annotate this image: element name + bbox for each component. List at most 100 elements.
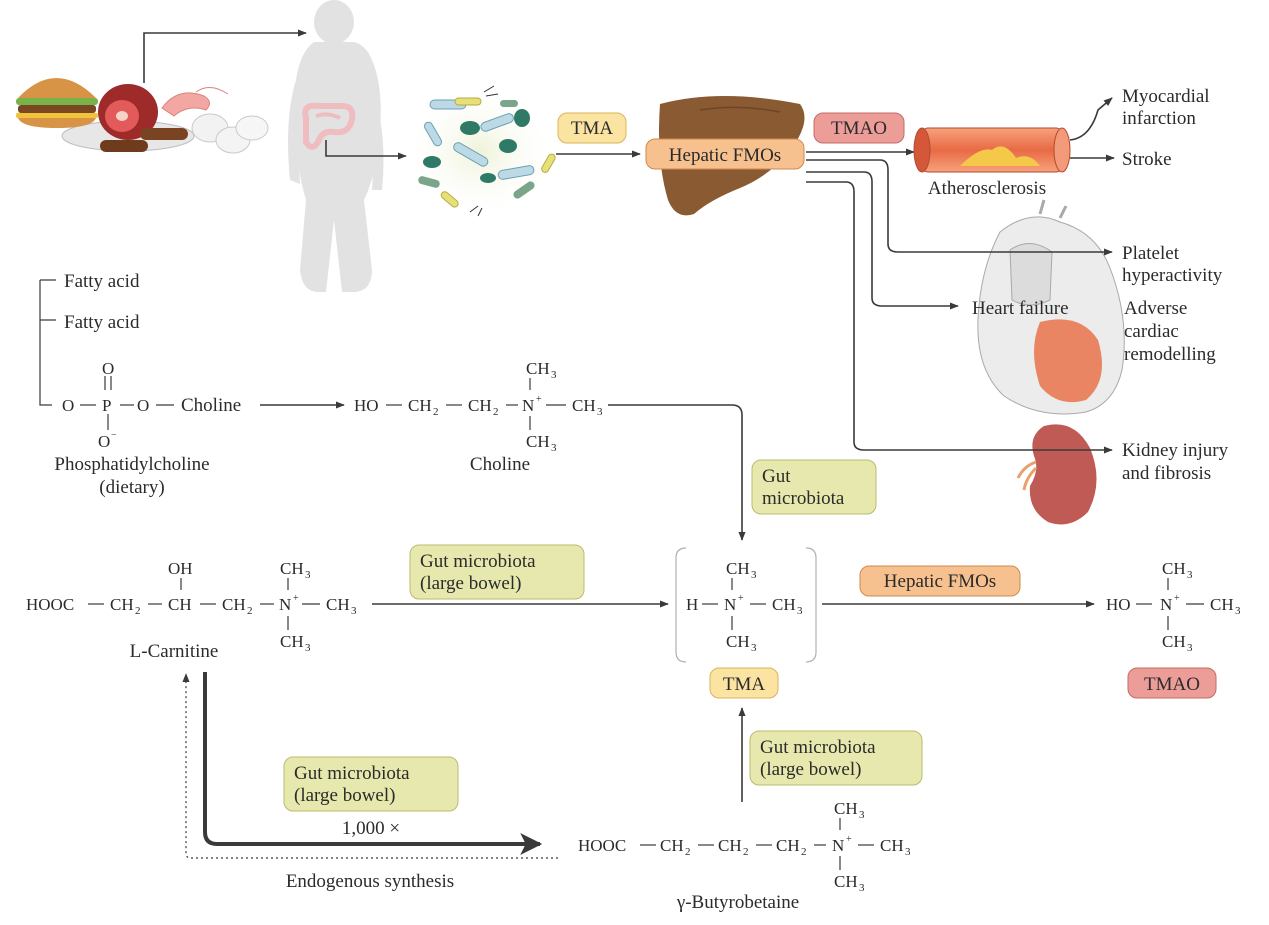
svg-text:CH: CH [660,836,684,855]
svg-text:Gut: Gut [762,466,791,487]
microbiota-cluster [402,84,558,220]
svg-text:+: + [536,394,542,405]
myocardial-infarction-line2: infarction [1122,108,1196,129]
l-carnitine-name: L-Carnitine [130,641,219,662]
svg-text:3: 3 [1187,569,1193,581]
svg-text:CH: CH [110,595,134,614]
svg-text:+: + [293,593,299,604]
svg-text:CH: CH [718,836,742,855]
svg-text:Hepatic FMOs: Hepatic FMOs [884,571,996,592]
svg-text:(large bowel): (large bowel) [294,785,395,806]
liver-to-heart-failure-arrow [806,171,959,310]
platelet-label-line2: hyperactivity [1122,265,1223,286]
svg-text:CH: CH [726,632,750,651]
svg-text:TMAO: TMAO [831,118,887,139]
svg-text:3: 3 [1235,605,1241,617]
svg-text:+: + [1174,593,1180,604]
svg-text:CH: CH [280,632,304,651]
svg-text:HOOC: HOOC [26,595,74,614]
svg-text:O: O [62,396,74,415]
svg-text:HO: HO [1106,595,1131,614]
svg-text:CH: CH [468,396,492,415]
gut-microbiota-badge-butyrobetaine: Gut microbiota (large bowel) [749,730,923,786]
svg-text:CH: CH [572,396,596,415]
svg-text:CH: CH [772,595,796,614]
svg-text:O: O [98,432,110,451]
atherosclerosis-label: Atherosclerosis [928,178,1046,199]
gut-microbiota-badge-lower: Gut microbiota (large bowel) [283,756,459,812]
svg-text:3: 3 [551,442,557,454]
svg-text:3: 3 [351,605,357,617]
choline-to-tma-arrow [608,404,746,541]
svg-text:3: 3 [859,882,865,894]
heart-illustration [977,199,1125,415]
liver-to-platelet-arrow [806,159,1113,256]
svg-text:3: 3 [905,846,911,858]
svg-text:3: 3 [597,406,603,418]
gut-microbiota-badge-carnitine: Gut microbiota (large bowel) [409,544,585,600]
svg-text:TMA: TMA [723,674,766,695]
endogenous-synthesis-label: Endogenous synthesis [286,871,454,892]
svg-text:2: 2 [743,846,749,858]
svg-text:CH: CH [526,359,550,378]
svg-text:2: 2 [801,846,807,858]
gut-microbiota-badge-choline: Gut microbiota [751,459,877,515]
hepatic-fmos-badge-top: Hepatic FMOs [645,138,805,170]
remodelling-label-line1: Adverse [1124,298,1187,319]
svg-text:2: 2 [135,605,141,617]
svg-text:CH: CH [280,559,304,578]
svg-text:TMAO: TMAO [1144,674,1200,695]
svg-text:+: + [738,593,744,604]
svg-text:microbiota: microbiota [762,488,845,509]
svg-text:N: N [1160,595,1172,614]
svg-text:CH: CH [834,799,858,818]
svg-text:CH: CH [1162,559,1186,578]
svg-text:CH: CH [222,595,246,614]
svg-text:3: 3 [551,369,557,381]
phosphatidylcholine-name: Phosphatidylcholine [54,454,209,475]
svg-text:HO: HO [354,396,379,415]
svg-text:Gut microbiota: Gut microbiota [294,763,410,784]
remodelling-label-line3: remodelling [1124,344,1216,365]
svg-text:2: 2 [247,605,253,617]
svg-text:N: N [832,836,844,855]
kidney-label-line2: and fibrosis [1122,463,1211,484]
svg-text:3: 3 [1187,642,1193,654]
svg-text:Hepatic FMOs: Hepatic FMOs [669,145,781,166]
svg-text:3: 3 [305,569,311,581]
kidney-illustration [1016,424,1097,525]
human-silhouette [288,0,384,292]
heart-failure-label: Heart failure [972,298,1069,319]
svg-text:CH: CH [168,595,192,614]
svg-text:O: O [137,396,149,415]
svg-text:2: 2 [685,846,691,858]
svg-text:3: 3 [305,642,311,654]
svg-text:H: H [686,595,698,614]
myocardial-infarction-line1: Myocardial [1122,86,1210,107]
platelet-label-line1: Platelet [1122,243,1180,264]
fatty-acid-label-2: Fatty acid [64,312,140,333]
svg-text:(large bowel): (large bowel) [420,573,521,594]
food-illustration [16,78,269,154]
svg-text:CH: CH [526,432,550,451]
choline-name: Choline [470,454,530,475]
svg-text:TMA: TMA [571,118,614,139]
svg-text:CH: CH [726,559,750,578]
svg-text:CH: CH [408,396,432,415]
svg-text:HOOC: HOOC [578,836,626,855]
svg-text:CH: CH [1210,595,1234,614]
svg-text:Gut microbiota: Gut microbiota [420,551,536,572]
fold-label: 1,000 × [342,818,400,839]
svg-text:OH: OH [168,559,193,578]
kidney-label-line1: Kidney injury [1122,440,1229,461]
liver-to-kidney-arrow [806,181,1113,454]
svg-text:−: − [111,430,117,441]
svg-text:CH: CH [1162,632,1186,651]
